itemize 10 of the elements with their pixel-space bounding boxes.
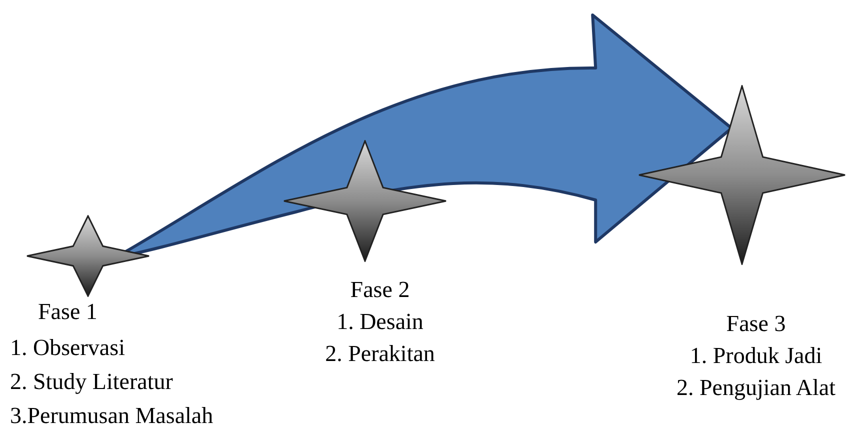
phase-label: Fase 1 bbox=[38, 298, 98, 326]
list-item: 1. Produk Jadi bbox=[688, 342, 824, 370]
list-item: 1. Desain bbox=[336, 308, 424, 336]
phase-label: Fase 3 bbox=[725, 310, 787, 338]
phase-label: Fase 2 bbox=[349, 276, 411, 304]
list-item: 2. Pengujian Alat bbox=[676, 374, 836, 402]
list-item: 1. Observasi bbox=[10, 334, 125, 362]
list-item: 2. Perakitan bbox=[324, 340, 436, 368]
list-item: 2. Study Literatur bbox=[10, 368, 173, 396]
list-item: 3.Perumusan Masalah bbox=[10, 402, 214, 430]
